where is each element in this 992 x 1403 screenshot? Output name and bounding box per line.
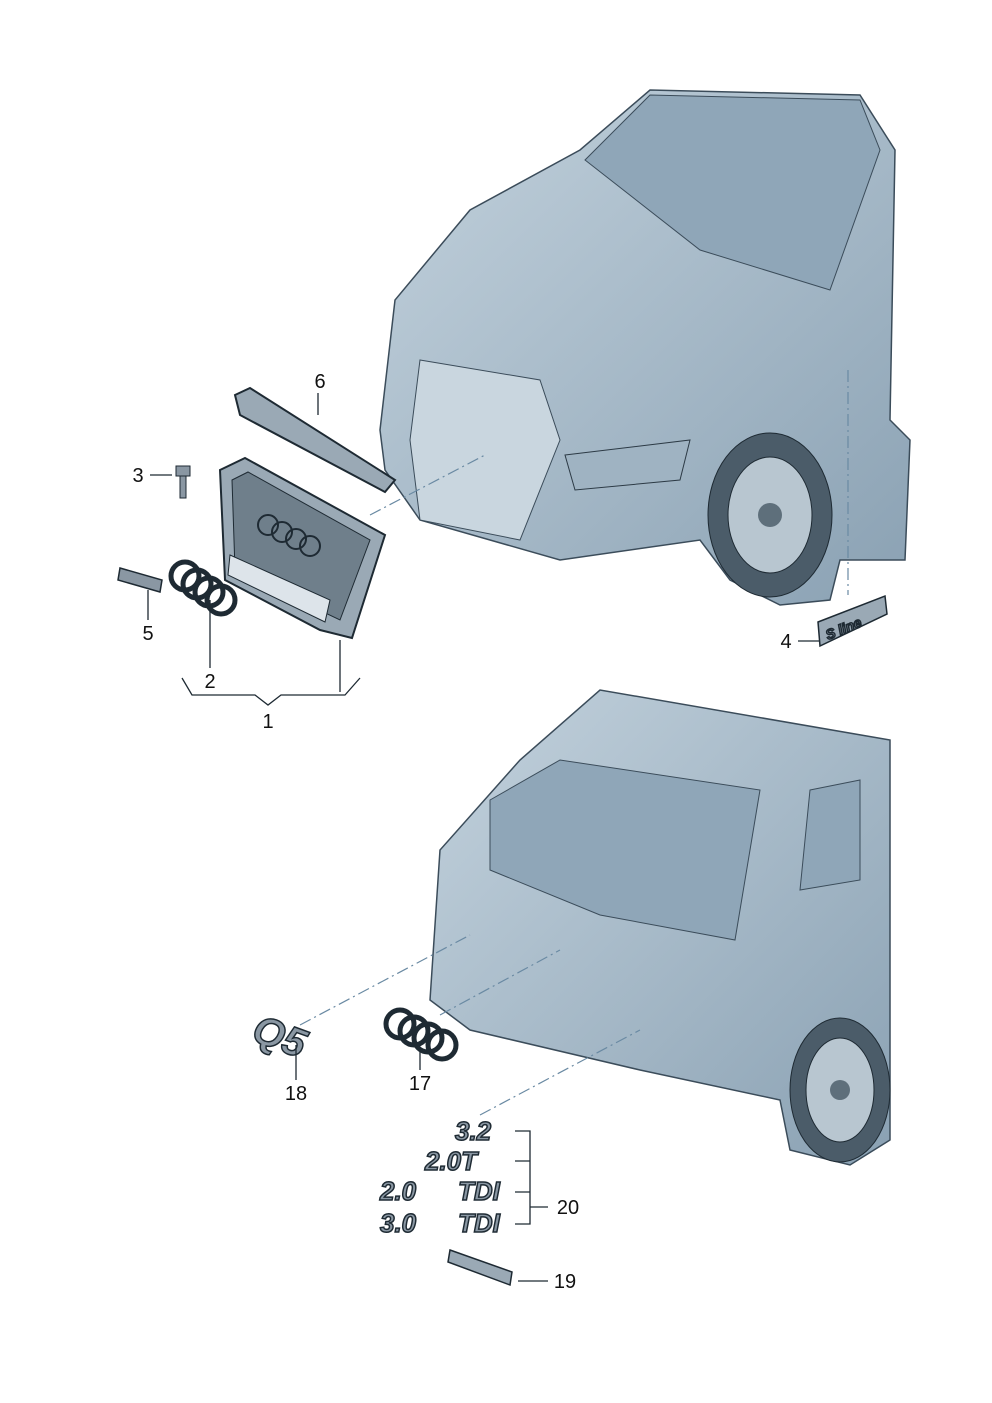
radiator-grille-part xyxy=(218,456,387,640)
plate-badge-part xyxy=(447,1248,513,1287)
rear-car-illustration xyxy=(429,689,891,1166)
callout-19: 19 xyxy=(554,1271,576,1293)
emblem-tdi-1: TDI xyxy=(458,1176,501,1206)
front-rings-emblem xyxy=(168,559,238,617)
callout-6: 6 xyxy=(314,371,325,393)
emblem-3-2: 3.2 xyxy=(455,1116,492,1146)
emblem-3-0: 3.0 xyxy=(380,1208,417,1238)
emblem-2-0t: 2.0T xyxy=(424,1146,479,1176)
screw-part xyxy=(175,465,191,499)
callout-18: 18 xyxy=(285,1083,307,1105)
callout-2: 2 xyxy=(204,671,215,693)
front-car-illustration xyxy=(379,89,911,606)
dash-dot-lines xyxy=(299,370,849,1116)
callout-20: 20 xyxy=(557,1197,579,1219)
callout-5: 5 xyxy=(142,623,153,645)
grille-support-part xyxy=(233,386,397,494)
emblem-tdi-2: TDI xyxy=(458,1208,501,1238)
callout-1: 1 xyxy=(262,711,273,733)
emblem-2-0: 2.0 xyxy=(379,1176,417,1206)
callout-3: 3 xyxy=(132,465,143,487)
small-badge-part xyxy=(117,567,163,593)
leader-lines xyxy=(147,393,820,1282)
s-line-emblem: S line xyxy=(817,594,888,648)
callout-17: 17 xyxy=(409,1073,431,1095)
engine-emblems: 3.2 2.0T 2.0 TDI 3.0 TDI xyxy=(378,1115,513,1287)
rear-rings-emblem xyxy=(383,1007,459,1062)
callout-4: 4 xyxy=(780,631,791,653)
q5-emblem: Q5 xyxy=(247,1007,313,1067)
